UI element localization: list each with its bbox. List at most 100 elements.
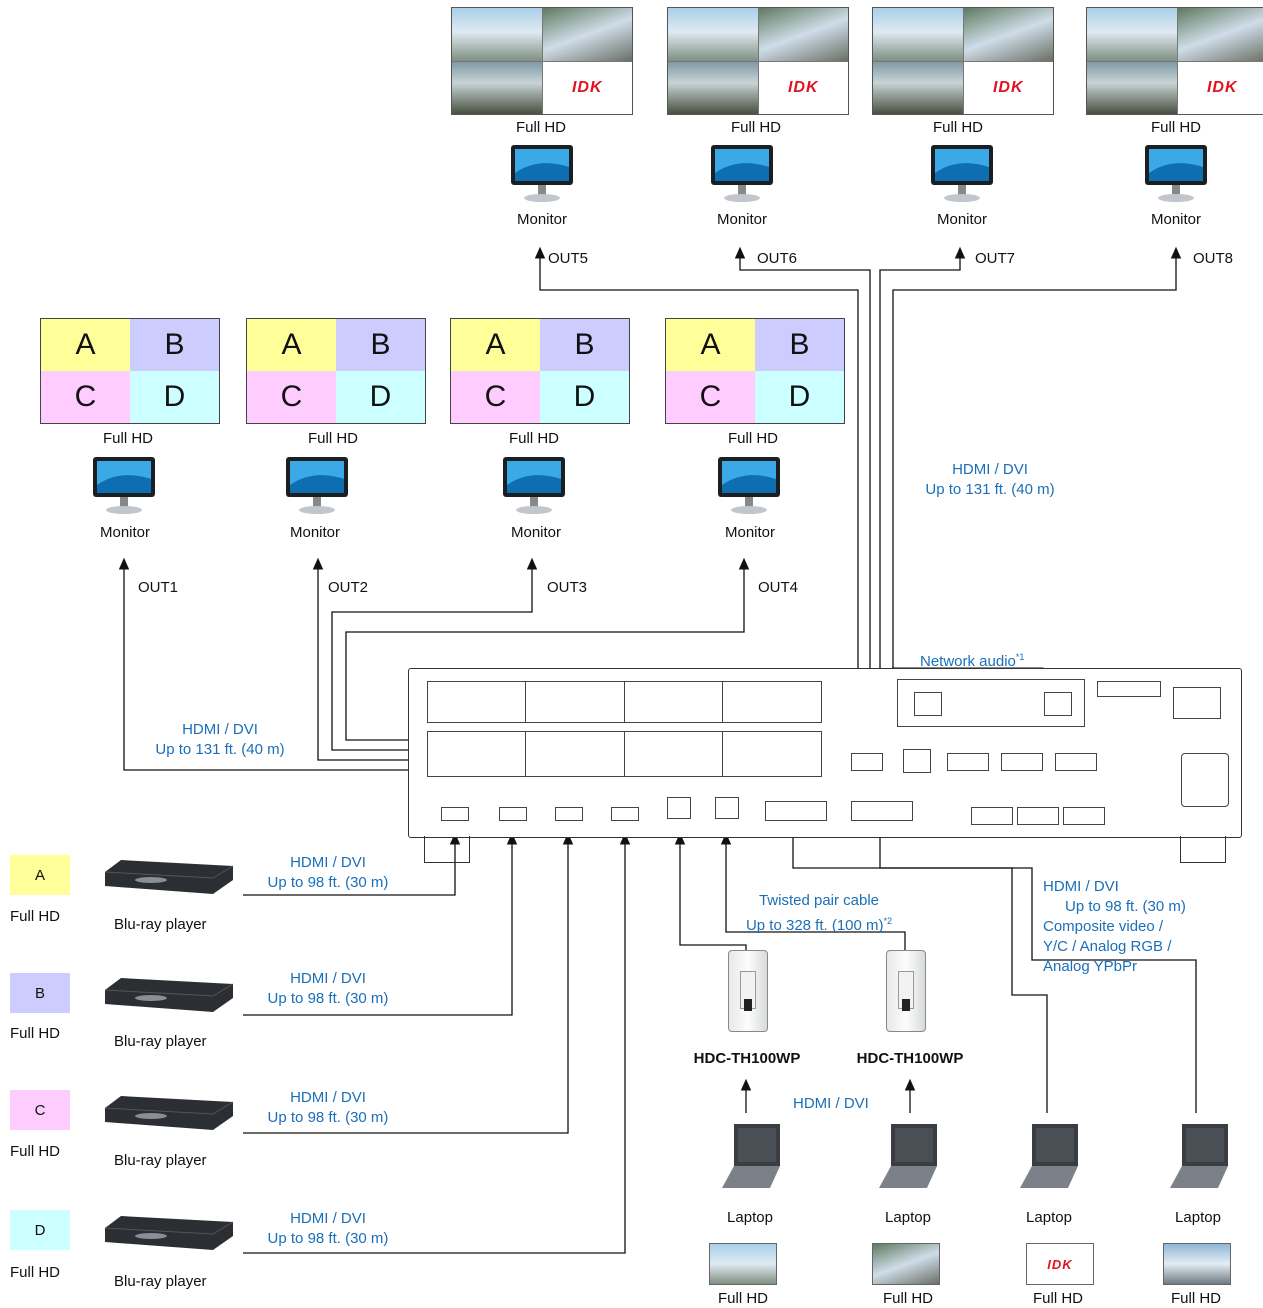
device-label: Laptop [1175,1209,1221,1226]
port-out6 [526,682,625,722]
contact-terminal [947,753,989,771]
ac-inlet [1181,753,1229,807]
device-label: Blu-ray player [114,1033,207,1050]
monitor-icon [93,457,155,514]
monitor-icon [1145,145,1207,202]
resolution-label: Full HD [1170,1290,1221,1307]
device-label: Monitor [516,211,568,228]
cable-label-analog: HDMI / DVI Up to 98 ft. (30 m) Composite… [1043,878,1186,975]
laptop-icon [879,1124,937,1188]
source-swatch-b: B [10,973,70,1013]
port-label-out1: OUT1 [138,579,179,596]
secondary-port [1044,692,1072,716]
resolution-label: Full HD [1150,119,1201,136]
port-in1 [441,807,469,821]
port-label-out3: OUT3 [547,579,588,596]
output-ports-1-4 [427,731,822,777]
port-in6 [715,797,739,819]
primary-port [914,692,942,716]
serial-number-plate [1097,681,1161,697]
port-out7 [625,682,723,722]
bluray-player-icon [104,978,234,1012]
monitor-icon [511,145,573,202]
cable-in7 [792,830,1048,1113]
audio-terminal [1063,807,1105,825]
cable-in3 [243,832,574,1134]
device-label: Monitor [724,524,776,541]
laptop-icon [1020,1124,1078,1188]
output-image-out7: IDK [872,7,1054,115]
port-in8 [851,801,913,821]
port-label-out8: OUT8 [1193,250,1234,267]
cable-in1 [243,832,461,896]
cable-in2 [243,832,518,1016]
resolution-label: Full HD [1032,1290,1083,1307]
cable-out1 [118,557,428,771]
lan-port [903,749,931,773]
output-ports-5-8 [427,681,822,723]
device-label: Monitor [289,524,341,541]
resolution-label: Full HD [10,1264,61,1281]
port-label-out2: OUT2 [328,579,369,596]
resolution-label: Full HD [727,430,778,447]
device-label: Monitor [99,524,151,541]
dante-panel [897,679,1085,727]
device-label: Monitor [1150,211,1202,228]
port-out4 [723,732,821,776]
monitor-icon [286,457,348,514]
resolution-label: Full HD [730,119,781,136]
cable-in6 [720,832,906,950]
port-in3 [555,807,583,821]
resolution-label: Full HD [882,1290,933,1307]
port-label-out6: OUT6 [757,250,798,267]
unit-foot [1180,836,1226,863]
port-in4 [611,807,639,821]
power-switch [1173,687,1221,719]
resolution-label: Full HD [10,1143,61,1160]
audio-terminal [1017,807,1059,825]
device-label: Monitor [716,211,768,228]
source-swatch-d: D [10,1210,70,1250]
port-out8 [723,682,821,722]
wallplate-transmitter-1 [728,950,768,1032]
laptop-image-thumbnail [872,1243,940,1285]
device-label: Laptop [885,1209,931,1226]
monitor-icon [718,457,780,514]
wallplate-model-label: HDC-TH100WP [856,1050,964,1067]
monitor-icon [503,457,565,514]
monitor-icon [711,145,773,202]
unit-foot [424,836,470,863]
cable-out2 [312,557,428,761]
wallplate-model-label: HDC-TH100WP [693,1050,801,1067]
bluray-player-icon [104,860,234,894]
resolution-label: Full HD [508,430,559,447]
wallplate-transmitter-2 [886,950,926,1032]
cable-out4 [345,557,750,741]
device-label: Laptop [1026,1209,1072,1226]
output-image-out8: IDK [1086,7,1263,115]
port-out3 [625,732,723,776]
device-label: Blu-ray player [114,1152,207,1169]
device-label: Monitor [510,524,562,541]
cable-label-laptop-hdmi: HDMI / DVI [793,1095,869,1112]
laptop-image-thumbnail [1163,1243,1231,1285]
cable-in4 [243,832,631,1254]
device-label: Laptop [727,1209,773,1226]
port-label-out4: OUT4 [758,579,799,596]
port-label-out5: OUT5 [548,250,589,267]
bluray-player-icon [104,1096,234,1130]
monitor-icon [931,145,993,202]
source-swatch-a: A [10,855,70,895]
laptop-icon [1170,1124,1228,1188]
port-label-out7: OUT7 [975,250,1016,267]
network-audio-label: Network audio*1 [920,652,1025,670]
resolution-label: Full HD [307,430,358,447]
